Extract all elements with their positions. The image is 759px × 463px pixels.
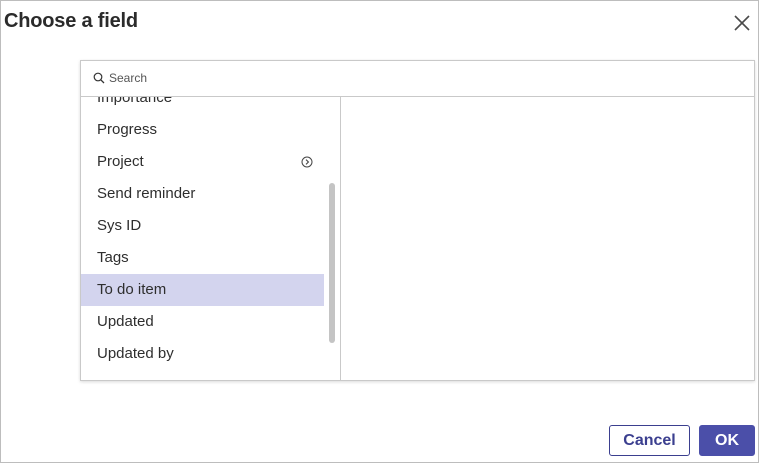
- list-item[interactable]: Importance: [81, 97, 324, 114]
- close-button[interactable]: [731, 12, 753, 34]
- chevron-right-circle-icon[interactable]: [301, 156, 313, 168]
- list-item-label: Updated: [97, 313, 154, 330]
- list-item[interactable]: Updated: [81, 306, 324, 338]
- search-input[interactable]: [109, 69, 709, 87]
- search-icon: [93, 72, 105, 84]
- list-item[interactable]: Progress: [81, 114, 324, 146]
- cancel-button[interactable]: Cancel: [609, 425, 690, 456]
- close-icon: [734, 15, 750, 31]
- ok-button[interactable]: OK: [699, 425, 755, 456]
- list-item[interactable]: To do item: [81, 274, 324, 306]
- list-item-label: To do item: [97, 281, 167, 298]
- scrollbar-thumb[interactable]: [329, 183, 335, 343]
- list-item[interactable]: Project: [81, 146, 324, 178]
- list-item-label: Tags: [97, 249, 129, 266]
- list-item[interactable]: Send reminder: [81, 178, 324, 210]
- list-item[interactable]: Updated by: [81, 338, 324, 370]
- dialog-title: Choose a field: [4, 10, 138, 32]
- list-item[interactable]: Sys ID: [81, 210, 324, 242]
- list-item-label: Progress: [97, 121, 158, 138]
- list-item-label: Project: [97, 153, 144, 170]
- field-list-scrollbar[interactable]: [327, 97, 337, 380]
- list-item[interactable]: Tags: [81, 242, 324, 274]
- search-bar: [81, 61, 754, 97]
- list-item-label: Importance: [97, 97, 173, 106]
- list-item-label: Sys ID: [97, 217, 142, 234]
- list-item-label: Send reminder: [97, 185, 196, 202]
- list-item-label: Updated by: [97, 345, 174, 362]
